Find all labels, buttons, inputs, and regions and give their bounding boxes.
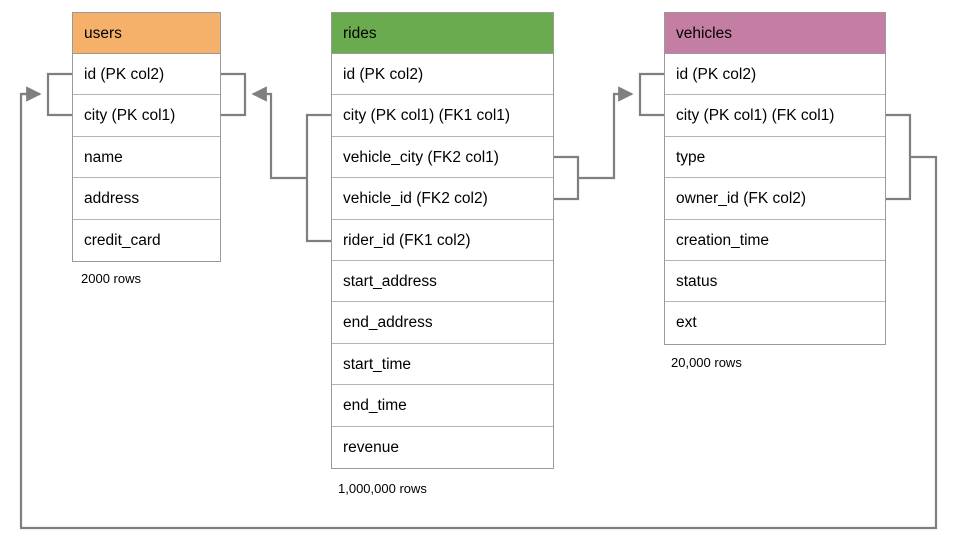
field-rides-rider-id[interactable]: rider_id (FK1 col2) bbox=[332, 219, 553, 261]
table-rides-header: rides bbox=[332, 13, 553, 54]
field-rides-vehicle-city[interactable]: vehicle_city (FK2 col1) bbox=[332, 136, 553, 179]
field-rides-id[interactable]: id (PK col2) bbox=[332, 54, 553, 96]
field-users-name[interactable]: name bbox=[73, 136, 220, 179]
table-users-header: users bbox=[73, 13, 220, 54]
field-vehicles-creation-time[interactable]: creation_time bbox=[665, 219, 885, 261]
vehicles-owner-fk-bracket bbox=[886, 113, 912, 201]
users-key-bracket bbox=[46, 72, 72, 117]
field-rides-end-time[interactable]: end_time bbox=[332, 385, 553, 427]
field-vehicles-ext[interactable]: ext bbox=[665, 302, 885, 344]
field-rides-start-time[interactable]: start_time bbox=[332, 343, 553, 386]
field-vehicles-owner-id[interactable]: owner_id (FK col2) bbox=[665, 178, 885, 220]
field-rides-revenue[interactable]: revenue bbox=[332, 426, 553, 468]
field-vehicles-id[interactable]: id (PK col2) bbox=[665, 54, 885, 96]
field-vehicles-type[interactable]: type bbox=[665, 136, 885, 179]
rides-to-users-connector bbox=[305, 113, 331, 243]
rides-to-users-arrow bbox=[251, 86, 307, 180]
field-rides-vehicle-id[interactable]: vehicle_id (FK2 col2) bbox=[332, 178, 553, 220]
field-users-address[interactable]: address bbox=[73, 178, 220, 220]
users-fk-target-bracket bbox=[221, 72, 247, 117]
field-rides-start-address[interactable]: start_address bbox=[332, 260, 553, 303]
field-rides-end-address[interactable]: end_address bbox=[332, 302, 553, 344]
vehicles-key-bracket bbox=[638, 72, 664, 117]
vehicles-row-count-label: 20,000 rows bbox=[671, 355, 742, 370]
table-rides[interactable]: rides id (PK col2) city (PK col1) (FK1 c… bbox=[331, 12, 554, 469]
rides-vehicle-fk-bracket bbox=[554, 155, 580, 201]
field-users-id[interactable]: id (PK col2) bbox=[73, 54, 220, 96]
rides-row-count-label: 1,000,000 rows bbox=[338, 481, 427, 496]
field-users-credit-card[interactable]: credit_card bbox=[73, 219, 220, 261]
table-users[interactable]: users id (PK col2) city (PK col1) name a… bbox=[72, 12, 221, 262]
field-rides-city[interactable]: city (PK col1) (FK1 col1) bbox=[332, 95, 553, 137]
users-row-count-label: 2000 rows bbox=[81, 271, 141, 286]
table-vehicles-header: vehicles bbox=[665, 13, 885, 54]
table-vehicles[interactable]: vehicles id (PK col2) city (PK col1) (FK… bbox=[664, 12, 886, 345]
field-vehicles-city[interactable]: city (PK col1) (FK col1) bbox=[665, 95, 885, 137]
rides-to-vehicles-arrow bbox=[578, 86, 634, 180]
field-vehicles-status[interactable]: status bbox=[665, 260, 885, 303]
field-users-city[interactable]: city (PK col1) bbox=[73, 95, 220, 137]
